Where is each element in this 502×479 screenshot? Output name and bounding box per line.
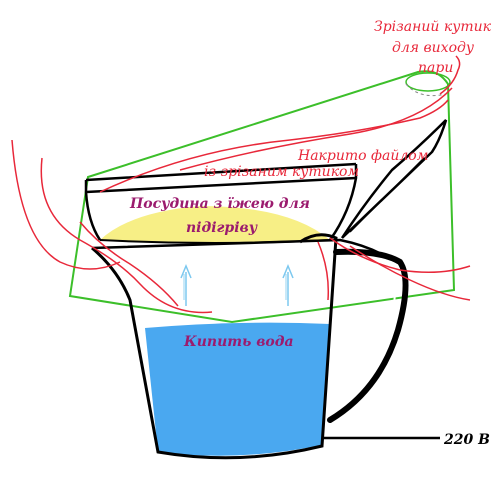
boiling-water <box>145 322 330 456</box>
food-vessel-right-side <box>328 164 358 241</box>
cut-corner-label-line3: пари <box>418 60 453 76</box>
file-label-line2: із зрізаним кутиком <box>204 164 359 180</box>
cut-corner-dashed-line <box>405 83 447 97</box>
vessel-lid <box>340 119 448 239</box>
jug-body <box>91 233 338 460</box>
steam-scribbles <box>11 55 471 314</box>
food-label-line1: Посудина з їжею для <box>129 196 310 212</box>
vessel-lid-inner <box>349 157 425 233</box>
voltage-label: 220 В <box>443 432 490 448</box>
food-vessel-rim-top <box>85 162 357 182</box>
cut-corner-label-line2: для виходу <box>392 40 475 56</box>
steam-arrow-left <box>180 264 192 306</box>
cut-corner-label-line1: Зрізаний кутик <box>374 19 492 35</box>
file-label-line1: Накрито файлом <box>297 148 428 164</box>
food-label-line2: підігріву <box>186 220 258 236</box>
jug-handle-inner <box>331 261 396 411</box>
food-fill <box>100 206 330 242</box>
food-vessel-rim-bottom <box>85 176 357 194</box>
plastic-bag-outline <box>68 70 456 324</box>
food-vessel-left-side <box>84 180 102 241</box>
water-label: Кипить вода <box>183 334 294 350</box>
jug-handle <box>327 248 409 423</box>
cut-corner-marker <box>405 72 451 92</box>
food-vessel-bottom <box>99 239 331 244</box>
steam-arrow-right <box>282 264 294 306</box>
